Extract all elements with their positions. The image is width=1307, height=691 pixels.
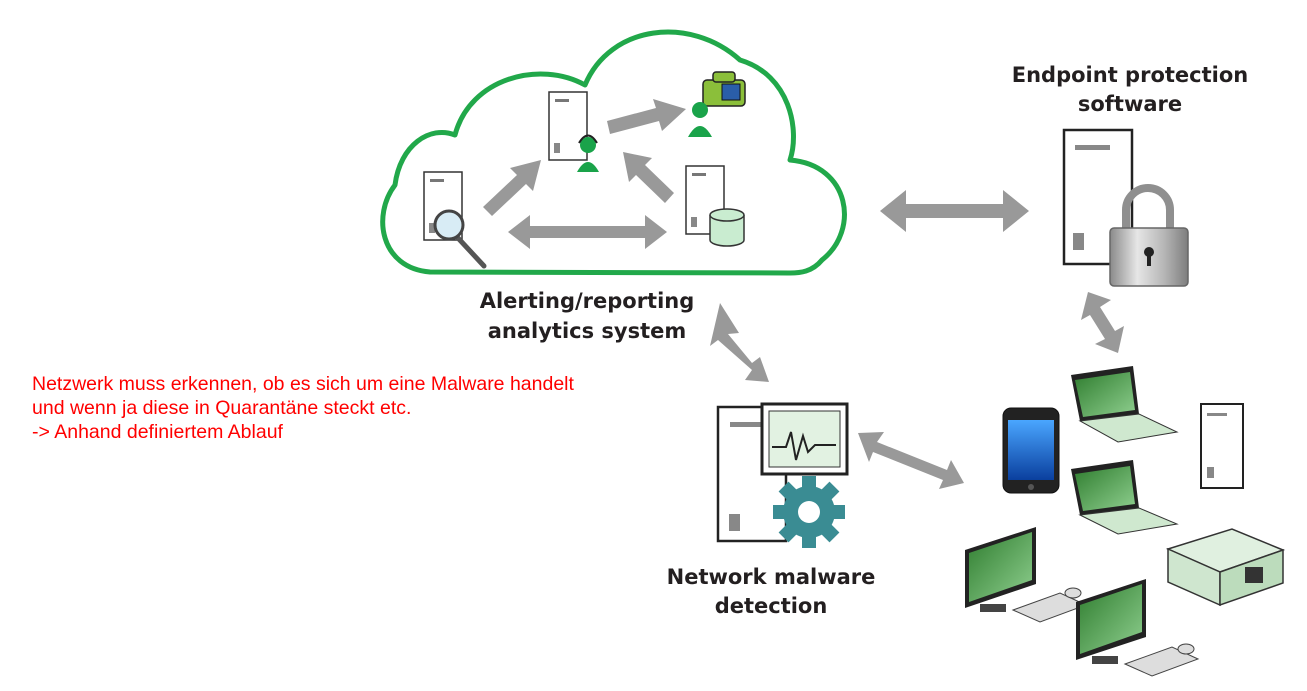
alert-server	[548, 91, 588, 161]
note-line3: -> Anhand definiertem Ablauf	[32, 421, 283, 443]
arrow-cloud-network	[710, 303, 769, 382]
desktop-computer-icon	[1076, 579, 1200, 677]
endpoint-label-line1: Endpoint protection	[1012, 63, 1248, 87]
person-icon	[688, 102, 712, 137]
database-icon	[709, 208, 745, 247]
arrow-cloud-endpoint	[880, 190, 1029, 232]
arrow-up-right-1	[483, 160, 541, 216]
annotation-note: Netzwerk muss erkennen, ob es sich um ei…	[32, 372, 574, 444]
network-label-line1: Network malware	[667, 565, 876, 589]
printer-icon	[1165, 528, 1286, 607]
cloud-label-line2: analytics system	[488, 319, 687, 343]
system-arrows	[710, 190, 1124, 489]
arrow-network-devices	[858, 432, 964, 489]
desktop-computer-icon	[965, 527, 1088, 623]
laptop-icon	[1071, 460, 1179, 535]
operator-headset-icon	[577, 134, 599, 172]
note-line1: Netzwerk muss erkennen, ob es sich um ei…	[32, 373, 574, 395]
arrow-endpoint-devices	[1081, 292, 1124, 353]
smartphone-icon	[1002, 407, 1060, 494]
device-server	[1200, 403, 1244, 489]
arrow-right	[607, 99, 686, 134]
cloud-arrows	[483, 99, 686, 249]
note-line2: und wenn ja diese in Quarantäne steckt e…	[32, 397, 412, 419]
endpoint-label-line2: software	[1078, 92, 1182, 116]
padlock-icon	[1109, 184, 1189, 287]
laptop-icon	[1071, 366, 1179, 443]
phone-icon	[702, 71, 746, 107]
arrow-up-left	[623, 152, 674, 203]
network-label-line2: detection	[715, 594, 828, 618]
arrow-double-horizontal	[508, 215, 667, 249]
cloud-label-line1: Alerting/reporting	[480, 289, 695, 313]
monitor-graph-icon	[760, 402, 849, 476]
gear-icon	[773, 476, 845, 548]
magnifier-icon	[433, 209, 487, 269]
